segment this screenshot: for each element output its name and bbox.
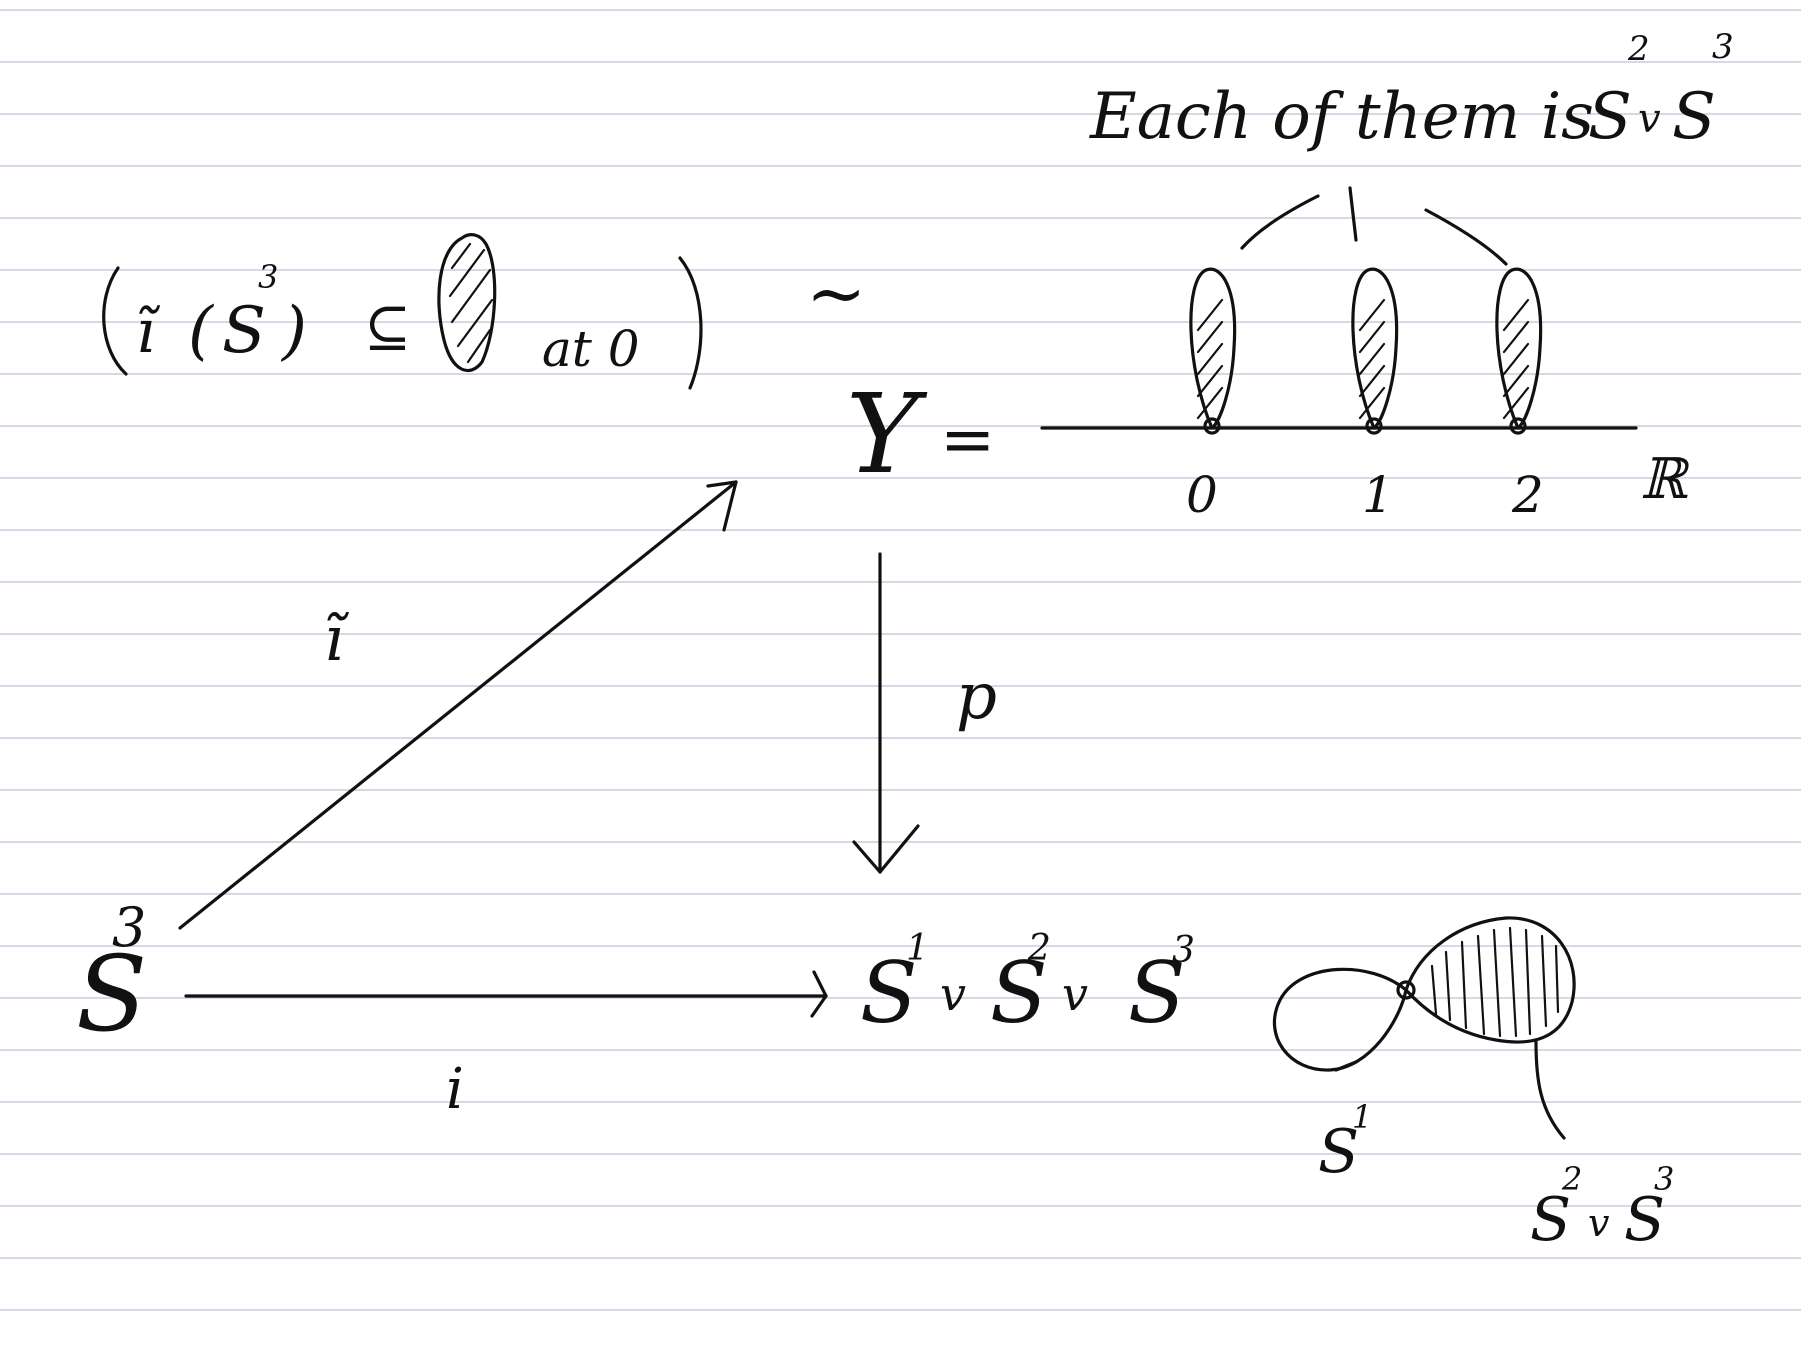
balloon-label-base-2: S — [1624, 1185, 1665, 1255]
lift-map-label: ĩ — [324, 602, 349, 675]
cover-symbol: Y — [846, 370, 928, 498]
close-paren: ) — [280, 294, 307, 368]
inclusion-arrow — [184, 970, 828, 1018]
caption: Each of them is S 2 v S 3 — [1089, 27, 1734, 154]
balloon-label-exp-2: 3 — [1654, 1160, 1674, 1198]
ruled-lines — [0, 9, 1801, 1311]
caption-base-2: S — [1672, 80, 1716, 154]
hatched-leaf-icon — [437, 233, 497, 373]
tick-label-0: 0 — [1186, 466, 1218, 524]
balloon-0 — [1189, 267, 1237, 435]
circle-loop — [1272, 967, 1408, 1072]
target-exp-3: 3 — [1172, 930, 1195, 971]
wedge-picture — [1272, 916, 1576, 1140]
balloon-1 — [1351, 267, 1399, 435]
target-exp-1: 1 — [906, 928, 929, 969]
target-wedge-2: v — [1062, 967, 1088, 1021]
lift-map-symbol: ĩ — [136, 297, 161, 367]
balloon-label-wedge: v — [1588, 1201, 1610, 1245]
lift-arrow — [178, 480, 738, 930]
tilde-symbol: ~ — [806, 251, 866, 335]
balloon-label-exp-1: 2 — [1561, 1160, 1582, 1198]
domain-sphere-base: S — [76, 933, 147, 1055]
target-wedge: S 1 v S 2 v S 3 — [860, 928, 1195, 1042]
circle-label-exp: 1 — [1352, 1098, 1372, 1136]
arg-base: S — [222, 294, 266, 368]
projection-arrow — [852, 552, 920, 874]
at-zero-text: at 0 — [542, 320, 640, 378]
lift-statement: ĩ ( S 3 ) ⊆ at 0 — [102, 233, 703, 390]
target-exp-2: 2 — [1027, 928, 1051, 969]
balloon-label: S 2 v S 3 — [1530, 1160, 1674, 1255]
tick-label-2: 2 — [1511, 466, 1544, 524]
caption-exp-1: 2 — [1627, 29, 1650, 69]
subset-symbol: ⊆ — [364, 295, 411, 360]
basepoint-dot — [1203, 417, 1221, 435]
caption-text: Each of them is — [1089, 80, 1594, 154]
axis-label: ℝ — [1640, 447, 1690, 512]
circle-label-base: S — [1318, 1117, 1359, 1187]
balloon-pointer — [1534, 1040, 1566, 1140]
incl-map-label: i — [446, 1057, 464, 1122]
target-base-3: S — [1128, 944, 1186, 1042]
p-label: p — [956, 660, 997, 734]
right-paren — [678, 256, 703, 390]
domain-sphere-exp: 3 — [112, 896, 146, 959]
target-base-1: S — [860, 944, 918, 1042]
basepoint-dot — [1509, 417, 1527, 435]
target-wedge-1: v — [940, 967, 966, 1021]
tick-label-1: 1 — [1362, 466, 1394, 524]
open-paren: ( — [188, 294, 215, 368]
basepoint-dot — [1365, 417, 1383, 435]
left-paren — [102, 266, 128, 376]
caption-brace — [1240, 186, 1508, 266]
caption-base-1: S — [1588, 80, 1632, 154]
caption-exp-2: 3 — [1712, 27, 1734, 67]
caption-wedge: v — [1638, 96, 1661, 142]
arg-exp: 3 — [258, 258, 278, 296]
target-base-2: S — [990, 944, 1048, 1042]
balloon-sphere — [1404, 916, 1576, 1044]
balloon-2 — [1495, 267, 1543, 435]
real-line-figure: 0 1 2 ℝ — [1040, 267, 1690, 524]
equals-symbol: = — [940, 401, 995, 478]
wedge-point — [1396, 980, 1416, 1000]
balloon-label-base-1: S — [1530, 1185, 1571, 1255]
